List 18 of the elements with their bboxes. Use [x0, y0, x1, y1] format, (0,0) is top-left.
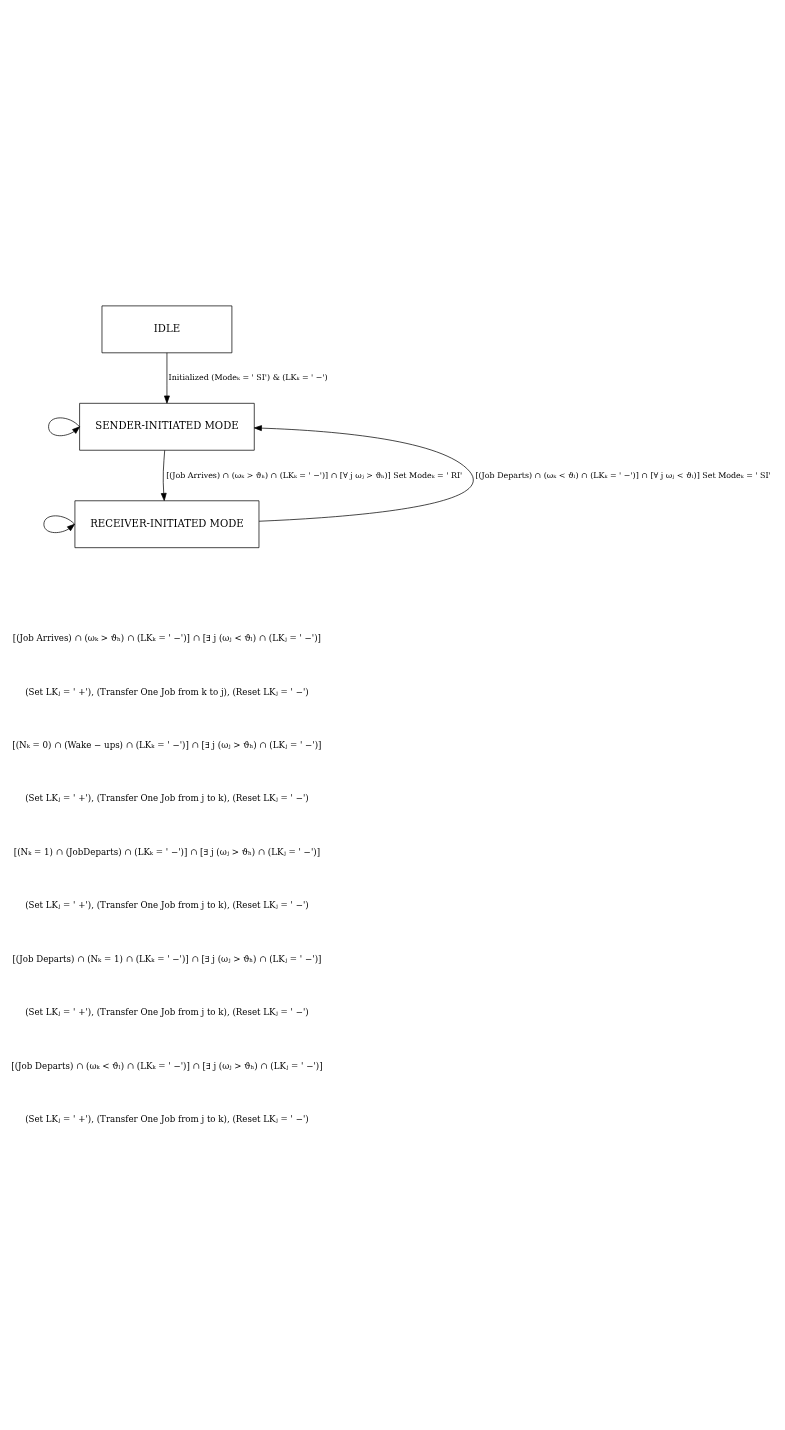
arrow [43, 515, 75, 533]
label: [(Nₖ = 1) ∩ (JobDeparts) ∩ (LKₖ = ' −')] ∩ [∃ j (ωⱼ > ϑₕ) ∩ (LKⱼ = ' −')] [13, 846, 321, 857]
label: (Set LKⱼ = ' +'), (Transfer One Job from j to k), (Reset LKⱼ = ' −') [25, 899, 309, 910]
node-box: SENDER-INITIATED MODE [79, 402, 255, 451]
arrow [160, 449, 167, 501]
label: (Set LKⱼ = ' +'), (Transfer One Job from j to k), (Reset LKⱼ = ' −') [25, 1006, 309, 1017]
node-box: IDLE [101, 305, 233, 353]
label: [(Job Departs) ∩ (Nₖ = 1) ∩ (LKₖ = ' −')] ∩ [∃ j (ωⱼ > ϑₕ) ∩ (LKⱼ = ' −')] [12, 953, 322, 964]
label: (Set LKⱼ = ' +'), (Transfer One Job from k to j), (Reset LKⱼ = ' −') [25, 686, 309, 697]
label: (Set LKⱼ = ' +'), (Transfer One Job from j to k), (Reset LKⱼ = ' −') [25, 792, 309, 803]
arrow [48, 417, 80, 436]
label: [(Job Arrives) ∩ (ωₖ > ϑₕ) ∩ (LKₖ = ' −')] ∩ [∃ j (ωⱼ < ϑₗ) ∩ (LKⱼ = ' −')] [12, 632, 321, 643]
label: [(Nₖ = 0) ∩ (Wake − ups) ∩ (LKₖ = ' −')] ∩ [∃ j (ωⱼ > ϑₕ) ∩ (LKⱼ = ' −')] [12, 739, 322, 750]
arrow [253, 424, 474, 522]
label: (Set LKⱼ = ' +'), (Transfer One Job from j to k), (Reset LKⱼ = ' −') [25, 1113, 309, 1124]
label: [(Job Departs) ∩ (ωₖ < ϑₗ) ∩ (LKₖ = ' −')] ∩ [∃ j (ωⱼ > ϑₕ) ∩ (LKⱼ = ' −')] [11, 1060, 323, 1071]
node-box: RECEIVER-INITIATED MODE [74, 499, 260, 548]
arrow [164, 351, 170, 403]
